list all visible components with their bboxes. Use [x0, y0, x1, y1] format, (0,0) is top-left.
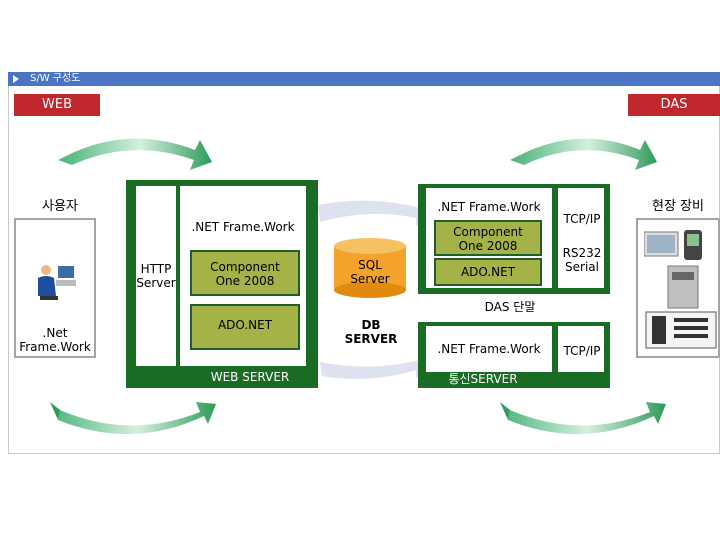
comm-server-name: 통신SERVER [448, 372, 518, 386]
das-tcp-label: TCP/IP [563, 212, 601, 226]
double-arrow-icon [510, 138, 657, 170]
web-badge: WEB [14, 94, 100, 116]
web-ado-module [190, 304, 300, 350]
section-title: S/W 구성도 [30, 73, 81, 84]
double-arrow-icon [50, 402, 216, 435]
das-framework-label: .NET Frame.Work [437, 200, 541, 214]
web-server-name: WEB SERVER [210, 370, 290, 384]
web-component-label: Component One 2008 [210, 260, 280, 288]
das-component-module [434, 220, 542, 256]
double-arrow-icon [58, 138, 212, 170]
das-component-label: Component One 2008 [453, 225, 523, 253]
comm-framework-label: .NET Frame.Work [437, 342, 541, 356]
web-framework-label: .NET Frame.Work [191, 220, 295, 234]
http-server-panel [136, 186, 176, 366]
barcode-scanner-icon [645, 311, 717, 349]
database-cylinder [334, 238, 406, 298]
sql-server-label: SQL Server [350, 258, 390, 286]
web-ado-label: ADO.NET [217, 318, 273, 332]
das-badge: DAS [628, 94, 720, 116]
web-component-module [190, 250, 300, 296]
printer-icon [667, 265, 699, 309]
user-computer-icon [38, 265, 76, 300]
das-terminal-name: DAS 단말 [484, 300, 536, 314]
das-rs232-label: RS232 Serial [562, 246, 602, 274]
play-triangle-icon [13, 75, 19, 83]
das-port-panel [558, 188, 604, 288]
section-title-bar: S/W 구성도 [8, 72, 720, 86]
db-server-label: DB SERVER [344, 318, 398, 346]
das-ado-label: ADO.NET [460, 265, 516, 279]
double-arrow-icon [500, 402, 666, 435]
double-arrow-icon [318, 200, 432, 379]
comm-framework-panel [426, 326, 552, 372]
das-ado-module [434, 258, 542, 286]
comm-port-panel [558, 326, 604, 372]
pda-icon [684, 230, 702, 260]
monitor-icon [644, 231, 679, 257]
field-devices [644, 230, 717, 349]
comm-tcp-label: TCP/IP [563, 344, 601, 358]
field-equipment-label: 현장 장비 [652, 199, 704, 214]
user-label: 사용자 [42, 199, 78, 214]
user-framework: .Net Frame.Work [19, 326, 91, 354]
http-server-label: HTTP Server [136, 262, 176, 290]
